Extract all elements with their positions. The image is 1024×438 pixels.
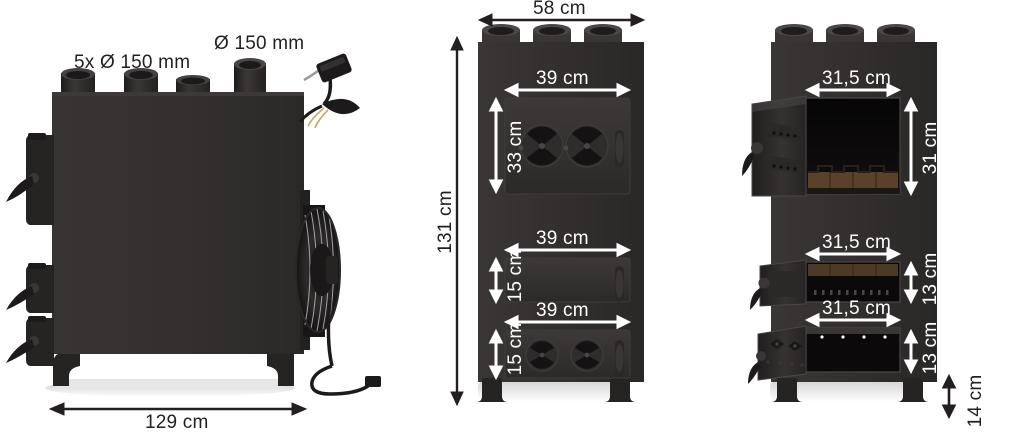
label-ash-width: 31,5 cm <box>822 298 891 319</box>
duct-1 <box>61 68 95 95</box>
door-top[interactable] <box>504 97 631 195</box>
feet-group <box>476 378 636 402</box>
duct-a <box>482 24 520 44</box>
dimension-firebox-width <box>804 82 902 98</box>
side-hinge-bottom[interactable] <box>6 316 54 366</box>
front-view-open: 31,5 cm 31 cm 31,5 cm 13 cm 31,5 cm 13 c… <box>730 0 1024 438</box>
label-ground-clearance: 14 cm <box>965 374 986 428</box>
duct-3 <box>176 75 210 95</box>
dimension-door-bottom-width <box>503 314 632 330</box>
firebox-door-knob[interactable] <box>751 142 763 154</box>
label-door-bottom-height: 15 cm <box>505 322 526 376</box>
label-width-58: 58 cm <box>533 0 586 19</box>
door-middle[interactable] <box>504 257 631 303</box>
dimension-ground-clearance <box>941 373 957 420</box>
top-ducts <box>775 24 915 44</box>
power-cord <box>310 299 381 396</box>
front-view-closed: 58 cm 131 cm 39 cm 33 cm 39 cm 15 cm 39 … <box>430 0 730 438</box>
controller-unit <box>298 53 360 129</box>
stove-body <box>52 92 304 354</box>
floor-strip <box>55 379 285 388</box>
middle-door-open[interactable] <box>750 259 807 310</box>
vent-bottom-left[interactable] <box>525 338 559 372</box>
power-plug <box>365 376 381 387</box>
label-single-duct: Ø 150 mm <box>214 33 305 54</box>
duct-2 <box>124 68 158 95</box>
top-ducts <box>482 24 622 44</box>
floor-shadow <box>770 378 918 402</box>
label-middle-height: 13 cm <box>920 252 941 306</box>
ash-opening <box>805 327 901 373</box>
side-hinge-group <box>6 133 54 366</box>
dimension-ash-height <box>903 328 919 375</box>
label-height-131: 131 cm <box>435 190 456 254</box>
label-firebox-width: 31,5 cm <box>822 68 891 89</box>
dimension-door-top-height <box>488 96 504 195</box>
firebox-opening <box>805 97 901 195</box>
feet-group <box>53 354 294 386</box>
fan-assembly <box>295 190 341 350</box>
ash-door-studs <box>766 360 804 367</box>
ash-door-knob[interactable] <box>756 351 766 361</box>
dimension-middle-width <box>804 246 902 262</box>
ash-rivets <box>820 335 887 339</box>
duct-b <box>826 24 864 44</box>
dimension-width-58 <box>477 13 646 27</box>
vent-left[interactable] <box>518 124 564 168</box>
duct-c <box>877 24 915 44</box>
open-view-graphic <box>742 24 957 420</box>
side-hinge-top[interactable] <box>6 133 54 225</box>
door-bottom-handle[interactable] <box>615 340 624 376</box>
duct-a <box>775 24 813 44</box>
door-baffles <box>765 122 802 173</box>
dimension-door-middle-height <box>488 256 504 305</box>
side-hinge-middle[interactable] <box>6 263 54 313</box>
label-door-bottom-width: 39 cm <box>536 300 589 321</box>
dimension-door-middle-width <box>503 242 632 258</box>
label-middle-width: 31,5 cm <box>822 232 891 253</box>
ash-door-lever[interactable] <box>748 362 760 384</box>
duct-c <box>584 24 622 44</box>
coiled-cable <box>322 98 360 115</box>
front-view-graphic <box>450 13 646 407</box>
dimension-height-131 <box>450 35 464 407</box>
dimension-door-top-width <box>503 82 632 98</box>
middle-grate-teeth <box>814 290 889 295</box>
firebox-door-open[interactable] <box>742 95 807 197</box>
label-door-middle-width: 39 cm <box>536 228 589 249</box>
dimension-door-bottom-height <box>488 328 504 381</box>
door-top-handle[interactable] <box>615 130 624 168</box>
duct-group-five <box>61 68 210 95</box>
side-view: 5x Ø 150 mm Ø 150 mm 129 cm <box>0 0 440 438</box>
side-view-graphic <box>6 53 381 416</box>
dimension-middle-height <box>903 260 919 305</box>
label-width-129: 129 cm <box>145 412 209 433</box>
feet-group <box>771 378 929 402</box>
ash-door-open[interactable] <box>748 325 807 384</box>
firebox-door-lever[interactable] <box>742 152 754 176</box>
label-door-top-width: 39 cm <box>536 68 589 89</box>
door-bottom[interactable] <box>504 329 631 379</box>
label-door-top-height: 33 cm <box>505 120 526 174</box>
grate-profile <box>808 165 898 173</box>
door-middle-handle[interactable] <box>615 266 624 302</box>
middle-door-knob[interactable] <box>758 277 770 289</box>
dimension-width-129 <box>48 402 308 416</box>
label-ash-height: 13 cm <box>920 321 941 375</box>
body-top-edge <box>52 92 304 96</box>
middle-door-lever[interactable] <box>750 288 762 310</box>
dimension-firebox-height <box>903 96 919 197</box>
label-five-ducts: 5x Ø 150 mm <box>74 52 191 73</box>
middle-opening <box>805 261 901 303</box>
label-firebox-height: 31 cm <box>920 121 941 175</box>
duct-single <box>234 58 266 95</box>
vent-right[interactable] <box>563 124 609 168</box>
ash-door-vents[interactable] <box>770 339 802 351</box>
floor-shadow <box>478 378 626 402</box>
dimension-ash-width <box>804 312 902 328</box>
vent-bottom-right[interactable] <box>570 338 604 372</box>
label-door-middle-height: 15 cm <box>505 249 526 303</box>
fan-motor <box>326 256 338 284</box>
duct-b <box>533 24 571 44</box>
